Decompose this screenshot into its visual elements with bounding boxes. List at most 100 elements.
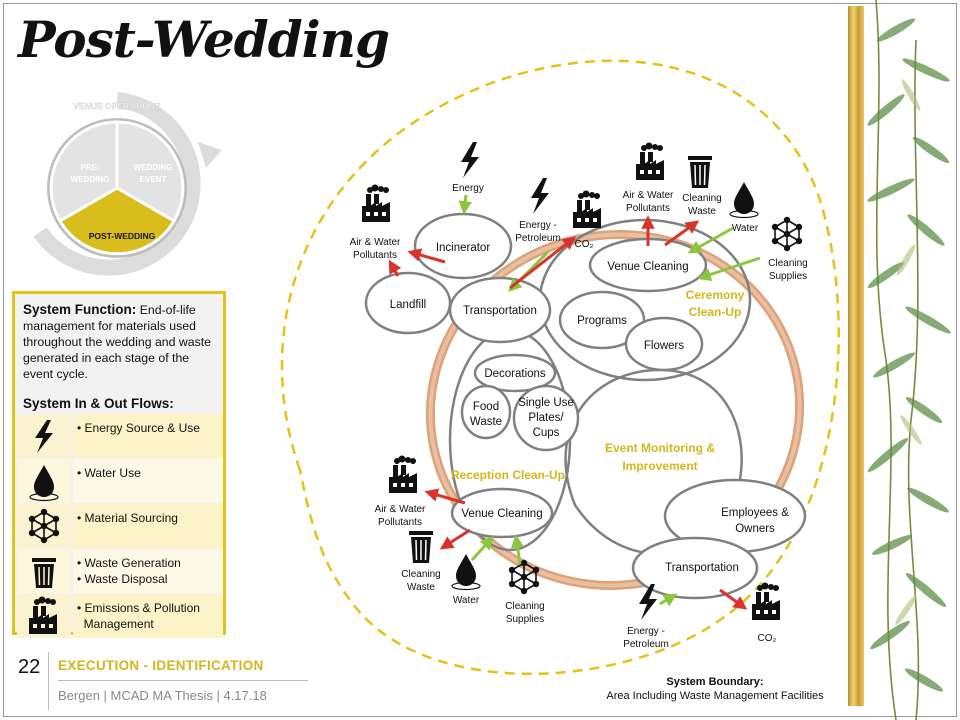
transportation-top-label: Transportation (463, 305, 537, 317)
footer-divider (48, 652, 49, 710)
decorations-label: Decorations (484, 368, 546, 380)
section-title: EXECUTION - IDENTIFICATION (58, 658, 264, 673)
flow-text-waste-generation: • Waste Generation (77, 556, 181, 570)
cleaning-supplies-bottom-label-1: Cleaning (505, 601, 544, 612)
transportation-bottom-label: Transportation (665, 562, 739, 574)
energy-petroleum-bottom-label-2: Petroleum (623, 639, 669, 650)
transportation-bottom-node (631, 536, 759, 600)
system-info-box: System Function: End-of-life management … (12, 291, 226, 638)
cycle-pre-line2: WEDDING (71, 175, 110, 184)
flow-row-emissions: • Emissions & Pollution Management (17, 594, 223, 638)
food-waste-label-1: Food (473, 401, 499, 413)
page-number: 22 (18, 656, 41, 678)
energy-petroleum-top-label-2: Petroleum (515, 233, 561, 244)
foliage-decoration (867, 0, 951, 720)
flow-row-waste: • Waste Generation • Waste Disposal (17, 549, 223, 593)
single-use-label-3: Cups (533, 427, 560, 439)
cleaning-supplies-top-label-2: Supplies (769, 271, 807, 282)
air-water-left-factory-icon (362, 184, 390, 222)
cleaning-supplies-top-label-1: Cleaning (768, 258, 807, 269)
cycle-header: VENUE OPERATIONS (73, 101, 161, 111)
venue-operations-cycle: VENUE OPERATIONS PRE- WEDDING WEDDING EV… (33, 92, 222, 276)
water-drop-icon (17, 459, 71, 503)
trash-can-icon (17, 549, 71, 593)
monitoring-label-1: Event Monitoring & (605, 441, 715, 455)
single-use-label-2: Plates/ (528, 412, 564, 424)
co2-top-factory-icon (573, 190, 601, 228)
boundary-title: System Boundary: (666, 676, 764, 688)
single-use-label-1: Single Use (518, 397, 574, 409)
energy-petroleum-top-lightning-icon (531, 178, 549, 214)
reception-label: Reception Clean-Up (451, 468, 565, 482)
petroleum-to-transport-bottom-arrow (659, 593, 678, 607)
supplies-to-venue-cleaning-arrow (697, 256, 761, 281)
single-use-node (512, 384, 580, 452)
flowers-node (624, 316, 704, 372)
cycle-arrow-head (198, 142, 222, 168)
molecule-icon (17, 504, 71, 548)
transport-bottom-to-co2-arrow (719, 588, 748, 610)
water-top-label: Water (732, 223, 759, 234)
flowers-label: Flowers (644, 340, 685, 352)
cleaning-waste-top-trash-can-icon (687, 155, 713, 189)
landfill-label: Landfill (390, 299, 426, 311)
water-to-venue-cleaning-arrow (687, 226, 734, 254)
venue-cleaning-bottom-node (450, 487, 554, 539)
waste-flow-diagram: Incinerator Landfill Transportation Venu… (280, 59, 840, 675)
monitoring-label-2: Improvement (622, 459, 697, 473)
cycle-event-line1: WEDDING (134, 163, 173, 172)
flow-row-energy: • Energy Source & Use (17, 414, 223, 458)
ceremony-label-1: Ceremony (686, 288, 745, 302)
system-function-label: System Function: (23, 302, 137, 317)
food-waste-node (460, 384, 512, 440)
water-top-drop-icon (729, 181, 759, 219)
transport-to-co2-arrow (509, 236, 577, 290)
water-to-venue-cleaning-bottom-arrow (470, 536, 494, 562)
energy-top-label: Energy (452, 183, 484, 194)
employees-label-1: Employees & (721, 507, 789, 519)
flow-text-water: • Water Use (77, 466, 141, 480)
cleaning-waste-top-label-2: Waste (688, 206, 716, 217)
cycle-post: POST-WEDDING (89, 231, 156, 241)
flow-text-energy: • Energy Source & Use (77, 421, 200, 435)
cleaning-waste-bottom-label-1: Cleaning (401, 569, 440, 580)
cleaning-supplies-top-molecule-icon (770, 216, 804, 252)
water-bottom-drop-icon (451, 553, 481, 591)
flow-row-water: • Water Use (17, 459, 223, 503)
ceremony-label-2: Clean-Up (689, 305, 742, 319)
air-water-top-label-2: Pollutants (626, 203, 670, 214)
energy-petroleum-top-label-1: Energy - (519, 220, 557, 231)
flow-row-material: • Material Sourcing (17, 504, 223, 548)
incinerator-to-pollutants-arrow (407, 248, 446, 264)
food-waste-label-2: Waste (470, 416, 502, 428)
programs-label: Programs (577, 315, 627, 327)
cleaning-waste-bottom-label-2: Waste (407, 582, 435, 593)
air-water-bottom-factory-icon (389, 455, 417, 493)
decorations-node (473, 353, 557, 393)
system-function: System Function: End-of-life management … (23, 302, 219, 382)
gold-foil-strip (848, 6, 864, 706)
footer-credit: Bergen | MCAD MA Thesis | 4.17.18 (58, 688, 267, 703)
air-water-bottom-label-1: Air & Water (375, 504, 426, 515)
venue-cleaning-top-label: Venue Cleaning (607, 261, 688, 273)
incinerator-label: Incinerator (436, 242, 491, 254)
venue-cleaning-bottom-label: Venue Cleaning (461, 508, 542, 520)
flow-text-material: • Material Sourcing (77, 511, 178, 525)
cycle-event-line2: EVENT (140, 175, 167, 184)
factory-icon (17, 594, 71, 638)
energy-to-incinerator-arrow (458, 194, 472, 215)
co2-top-label: CO₂ (575, 239, 594, 250)
air-water-bottom-label-2: Pollutants (378, 517, 422, 528)
flow-text-emissions: • Emissions & Pollution (77, 601, 200, 615)
lightning-icon (17, 414, 71, 458)
air-water-top-factory-icon (636, 142, 664, 180)
cycle-segment-post (57, 186, 177, 256)
energy-top-lightning-icon (461, 142, 479, 178)
system-function-text: End-of-life management for materials use… (23, 303, 212, 381)
system-boundary (280, 59, 840, 675)
system-boundary-caption: System Boundary: Area Including Waste Ma… (570, 675, 860, 703)
venue-cleaning-to-waste-arrow (664, 220, 700, 247)
transportation-top-node (448, 276, 552, 344)
page-title: Post-Wedding (18, 10, 390, 69)
footer-rule (58, 680, 308, 681)
